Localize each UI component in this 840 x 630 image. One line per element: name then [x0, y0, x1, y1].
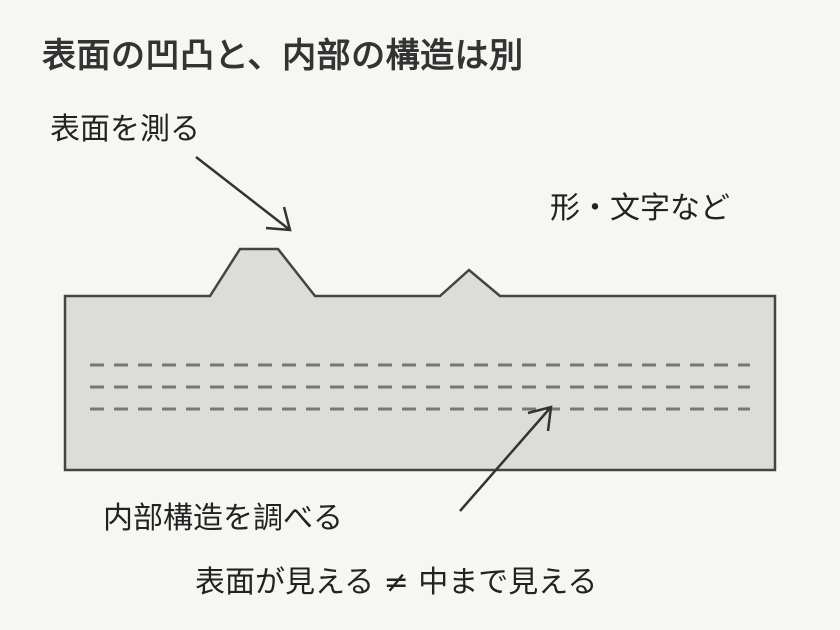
internal-arrow: [459, 405, 553, 512]
material-block: [63, 247, 777, 472]
surface-measure-label: 表面を測る: [50, 112, 200, 147]
shape-text-label: 形・文字など: [550, 191, 730, 226]
surface-arrow: [195, 156, 292, 232]
diagram-title: 表面の凹凸と、内部の構造は別: [42, 36, 524, 76]
internal-layers: [90, 363, 750, 411]
bottom-statement: 表面が見える ≠ 中まで見える: [195, 565, 598, 600]
internal-measure-label: 内部構造を調べる: [103, 501, 343, 536]
